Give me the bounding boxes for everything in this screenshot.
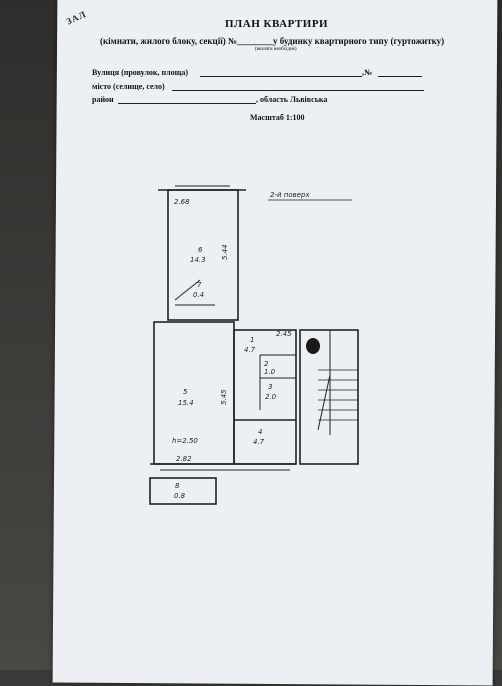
room-7-id: 7 [197,281,202,289]
street-field-label: Вулиця (провулок, площа) [92,68,188,77]
document-title: ПЛАН КВАРТИРИ [225,18,329,30]
document-subtitle: (кімнати, жилого блоку, секції) №_______… [100,36,445,46]
room-4-id: 4 [258,428,262,436]
city-field-line [172,90,424,91]
street-number-label: ,№ [362,68,373,77]
room-1-area: 4.7 [244,346,256,354]
dim-2-82: 2.82 [176,455,192,463]
subtitle-hint: (вказати необхідне) [255,47,297,52]
room-7-area: 0.4 [193,291,204,299]
room-4-area: 4.7 [253,438,265,446]
room-2-id: 2 [264,360,269,368]
stairwell-outline [299,329,359,465]
scale-label: Масштаб 1:100 [250,113,305,122]
dim-5-44: 5.44 [221,244,229,260]
street-number-line [378,76,422,77]
room-8-outline [149,477,217,505]
street-label-text: Вулиця (провулок, площа) [92,68,189,77]
room-1-id: 1 [250,336,254,344]
room-8-area: 0.8 [174,492,186,500]
room-2-area: 1.0 [264,368,276,376]
plan-walls [149,185,359,505]
district-field-line [118,103,256,104]
city-field-label: місто (селище, село) [92,82,165,91]
dim-2-68: 2.68 [174,198,190,206]
ink-blot-mark [306,338,320,354]
floor-plan-drawing: 2-й поверх 2.68 5.44 2.45 5.45 2.82 6 14… [149,185,359,505]
room-6-id: 6 [198,246,203,254]
room-6-area: 14.3 [190,256,206,264]
floor-note: 2-й поверх [270,191,310,199]
room-5-area: 15.4 [178,399,194,407]
room-3-area: 2.0 [265,393,277,401]
room-3-id: 3 [268,383,272,391]
dim-2-45: 2.45 [276,330,292,338]
street-field-line [200,76,362,77]
region-text: , область Львівська [256,95,328,104]
room-8-id: 8 [175,482,180,490]
dim-5-45: 5.45 [220,389,228,405]
district-field-label: район [92,95,114,104]
room-5-id: 5 [183,388,188,396]
height-note: h=2.50 [172,437,198,445]
